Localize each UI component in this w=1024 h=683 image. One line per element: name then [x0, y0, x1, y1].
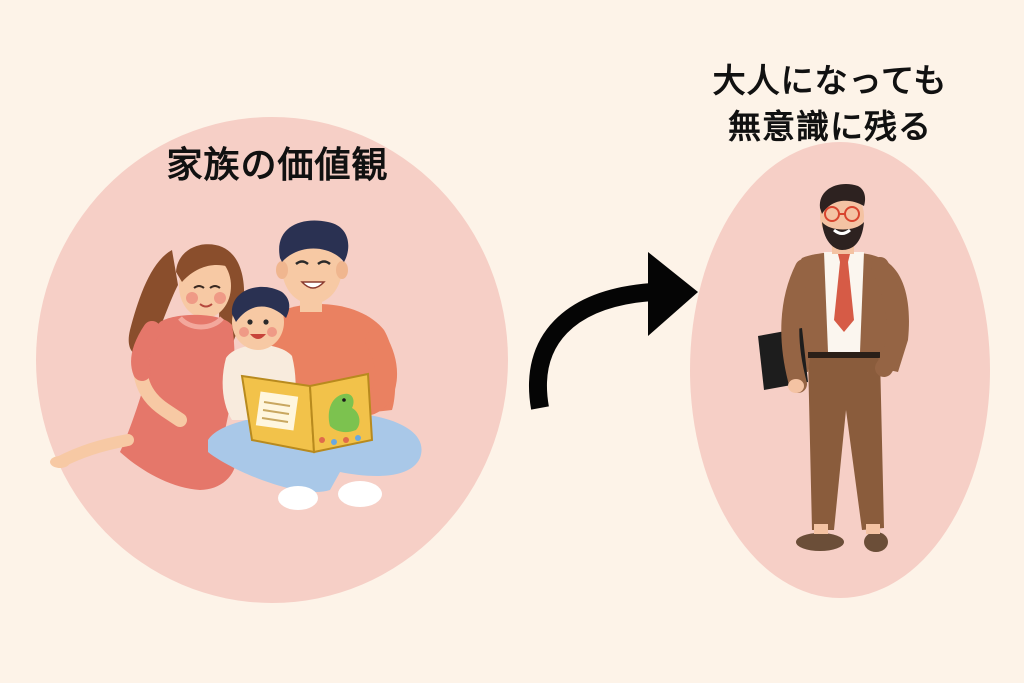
family-illustration: [50, 220, 422, 510]
right-title-line-2: 無意識に残る: [728, 107, 932, 146]
curved-arrow-right-icon: [529, 252, 698, 410]
left-title: 家族の価値観: [166, 145, 389, 186]
businessman-illustration: [758, 184, 909, 552]
right-title: 大人になっても 無意識に残る: [665, 58, 995, 150]
book-icon: [240, 372, 374, 454]
right-title-line-1: 大人になっても: [712, 61, 948, 100]
